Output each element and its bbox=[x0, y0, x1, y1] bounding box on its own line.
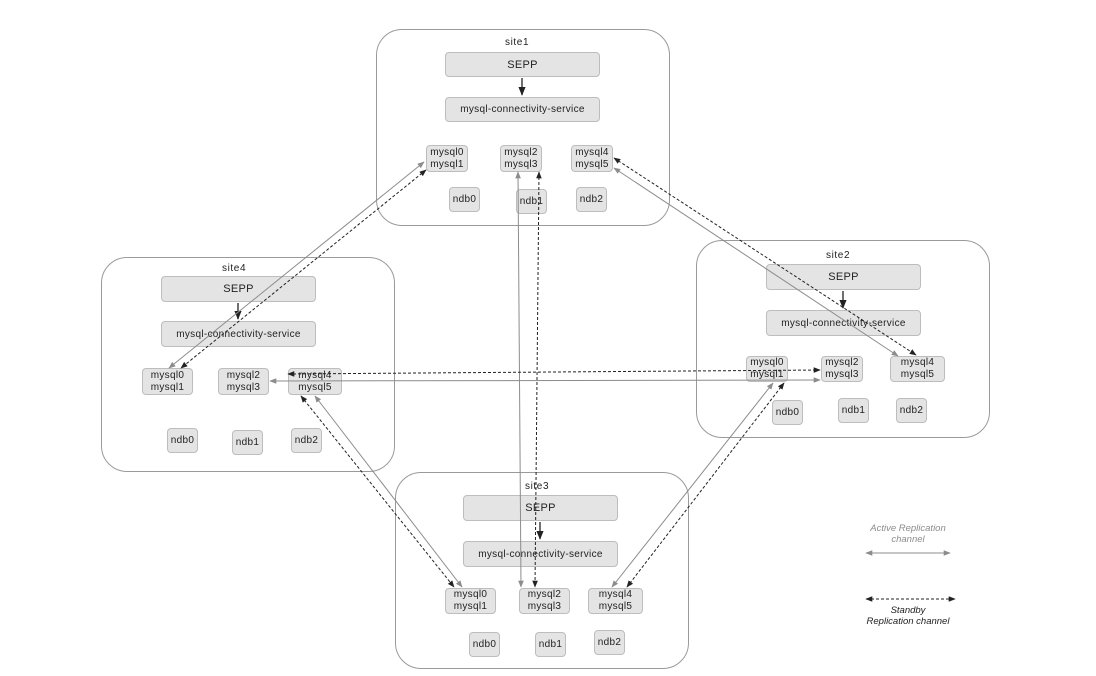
mysql-label: mysql4 bbox=[298, 369, 332, 381]
site2-sepp: SEPP bbox=[766, 264, 921, 290]
site3-sepp: SEPP bbox=[463, 495, 618, 521]
site3-mysql-connectivity-service: mysql-connectivity-service bbox=[463, 541, 618, 567]
site2-mysql-pair-0: mysql0 mysql1 bbox=[746, 356, 788, 382]
site4-ndb1: ndb1 bbox=[232, 430, 263, 455]
mysql-label: mysql3 bbox=[504, 158, 538, 170]
site3-mysql-pair-2: mysql4 mysql5 bbox=[588, 588, 643, 614]
site1-ndb1: ndb1 bbox=[516, 189, 547, 214]
site2-ndb2: ndb2 bbox=[896, 398, 927, 423]
mysql-label: mysql5 bbox=[575, 158, 609, 170]
site2-mysql-pair-2: mysql4 mysql5 bbox=[890, 356, 945, 382]
mysql-label: mysql5 bbox=[598, 601, 633, 612]
site3-title: site3 bbox=[525, 481, 550, 492]
site3-ndb0: ndb0 bbox=[469, 632, 500, 657]
mysql-label: mysql4 bbox=[575, 146, 609, 158]
site2-ndb0: ndb0 bbox=[772, 400, 803, 425]
site1-mysql-pair-2: mysql4 mysql5 bbox=[571, 145, 613, 172]
mysql-label: mysql1 bbox=[150, 381, 185, 393]
mysql-label: mysql0 bbox=[430, 146, 464, 158]
site1-mysql-connectivity-service: mysql-connectivity-service bbox=[445, 97, 600, 122]
legend-active-line2: channel bbox=[891, 534, 925, 545]
mysql-label: mysql1 bbox=[750, 369, 784, 380]
legend-active-line1: Active Replication bbox=[870, 523, 946, 534]
site3-ndb1: ndb1 bbox=[535, 632, 566, 657]
site2-mysql-connectivity-service: mysql-connectivity-service bbox=[766, 310, 921, 336]
legend-standby-line2: Replication channel bbox=[866, 616, 950, 627]
mysql-label: mysql1 bbox=[453, 601, 488, 612]
legend-standby-label: Standby Replication channel bbox=[848, 605, 968, 627]
mysql-label: mysql2 bbox=[825, 357, 859, 368]
site4-ndb2: ndb2 bbox=[291, 428, 322, 453]
legend-active-label: Active Replication channel bbox=[848, 523, 968, 545]
mysql-label: mysql2 bbox=[226, 369, 261, 381]
mysql-label: mysql5 bbox=[298, 381, 332, 393]
mysql-label: mysql3 bbox=[825, 369, 859, 380]
site3-mysql-pair-0: mysql0 mysql1 bbox=[445, 588, 496, 614]
mysql-label: mysql4 bbox=[900, 357, 935, 368]
mysql-label: mysql2 bbox=[527, 589, 562, 600]
site2-title: site2 bbox=[826, 250, 851, 261]
mysql-label: mysql5 bbox=[900, 369, 935, 380]
site4-mysql-pair-2: mysql4 mysql5 bbox=[288, 368, 342, 395]
site1-title: site1 bbox=[505, 37, 530, 48]
mysql-label: mysql0 bbox=[453, 589, 488, 600]
site1-ndb2: ndb2 bbox=[576, 187, 607, 212]
site4-mysql-pair-1: mysql2 mysql3 bbox=[218, 368, 269, 395]
site3-mysql-pair-1: mysql2 mysql3 bbox=[519, 588, 570, 614]
mysql-label: mysql1 bbox=[430, 158, 464, 170]
site2-ndb1: ndb1 bbox=[838, 398, 869, 423]
mysql-label: mysql3 bbox=[527, 601, 562, 612]
site1-mysql-pair-1: mysql2 mysql3 bbox=[500, 145, 542, 172]
mysql-label: mysql4 bbox=[598, 589, 633, 600]
site3-ndb2: ndb2 bbox=[594, 630, 625, 655]
site4-mysql-connectivity-service: mysql-connectivity-service bbox=[161, 321, 316, 347]
mysql-label: mysql3 bbox=[226, 381, 261, 393]
mysql-label: mysql0 bbox=[750, 357, 784, 368]
site4-mysql-pair-0: mysql0 mysql1 bbox=[142, 368, 193, 395]
site1-sepp: SEPP bbox=[445, 52, 600, 77]
site1-ndb0: ndb0 bbox=[449, 187, 480, 212]
site2-mysql-pair-1: mysql2 mysql3 bbox=[821, 356, 863, 382]
site4-title: site4 bbox=[222, 263, 247, 274]
site1-mysql-pair-0: mysql0 mysql1 bbox=[426, 145, 468, 172]
site4-ndb0: ndb0 bbox=[167, 428, 198, 453]
site4-sepp: SEPP bbox=[161, 276, 316, 302]
mysql-label: mysql2 bbox=[504, 146, 538, 158]
mysql-label: mysql0 bbox=[150, 369, 185, 381]
legend-standby-line1: Standby bbox=[890, 605, 926, 616]
